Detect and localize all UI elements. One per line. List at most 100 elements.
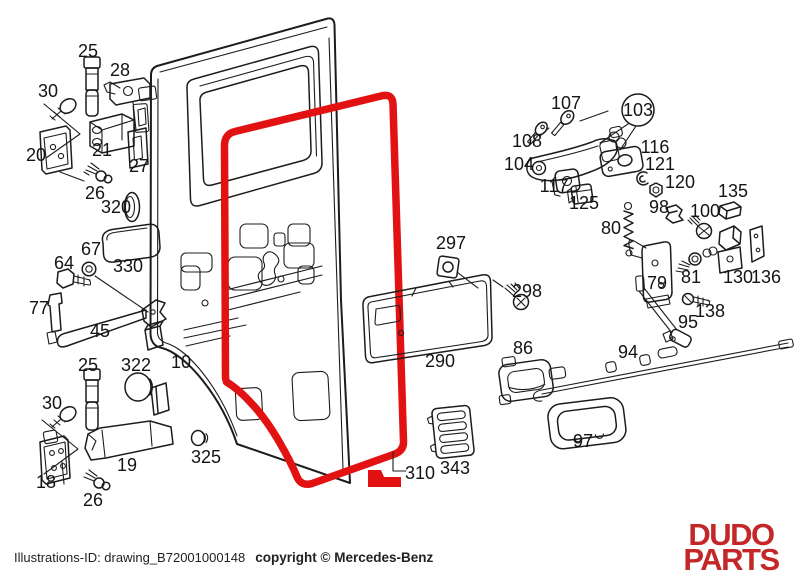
bolt-64 xyxy=(56,268,91,289)
lower-hinge-parts xyxy=(39,368,209,491)
part-label-121: 121 xyxy=(645,154,675,174)
clip-121 xyxy=(636,171,649,186)
part-label-125: 125 xyxy=(569,193,599,213)
cap-325 xyxy=(190,429,209,447)
plate-27 xyxy=(127,127,149,169)
keys-107 xyxy=(526,109,609,145)
grommet-320 xyxy=(123,191,141,223)
part-label-138: 138 xyxy=(695,301,725,321)
spring-80 xyxy=(623,201,634,257)
plate-20 xyxy=(39,125,85,182)
part-label-120: 120 xyxy=(665,172,695,192)
part-label-98: 98 xyxy=(649,197,669,217)
part-label-290: 290 xyxy=(425,351,455,371)
buffer-322 xyxy=(124,372,154,402)
bolt-81 xyxy=(675,252,702,273)
part-label-100: 100 xyxy=(690,201,720,221)
hinge-arm-19 xyxy=(84,420,174,461)
plate-18 xyxy=(39,429,71,485)
leader-310 xyxy=(392,451,407,472)
part-label-116: 116 xyxy=(641,137,670,157)
part-label-21: 21 xyxy=(92,140,112,160)
part-label-30: 30 xyxy=(38,81,58,101)
door-panel-art xyxy=(132,17,351,484)
clip-297 xyxy=(436,255,479,289)
footer: Illustrations-ID: drawing_B72001000148 c… xyxy=(14,550,433,565)
part-label-26: 26 xyxy=(85,183,105,203)
part-label-107: 107 xyxy=(551,93,581,113)
screw-298 xyxy=(492,279,530,311)
part-label-20: 20 xyxy=(26,145,46,165)
part-label-103: 103 xyxy=(623,100,653,120)
part-label-322: 322 xyxy=(121,355,151,375)
copyright-text: copyright © Mercedes-Benz xyxy=(255,550,434,565)
door-seal-310-highlight xyxy=(220,91,408,489)
part-label-28: 28 xyxy=(110,60,130,80)
part-label-320: 320 xyxy=(101,197,131,217)
bezel-97 xyxy=(547,397,627,450)
block-135 xyxy=(718,201,742,220)
bolts-26-upper xyxy=(83,162,113,184)
part-label-64: 64 xyxy=(54,253,74,273)
part-label-10: 10 xyxy=(171,352,191,372)
part-label-130: 130 xyxy=(723,267,753,287)
screw-30-upper xyxy=(43,98,81,159)
check-strap-45 xyxy=(56,299,167,348)
seal-end-piece-310 xyxy=(368,470,401,487)
link-rod-95 xyxy=(638,287,692,348)
part-label-95: 95 xyxy=(678,312,698,332)
handle-lock-parts xyxy=(526,109,765,348)
part-label-343: 343 xyxy=(440,458,470,478)
logo-line-1: DUDO xyxy=(688,516,775,552)
clip-98 xyxy=(665,204,684,224)
logo-line-2: PARTS xyxy=(683,542,780,578)
part-label-30: 30 xyxy=(42,393,62,413)
part-label-77: 77 xyxy=(29,298,49,318)
inner-handle-parts xyxy=(498,338,794,450)
check-strap-parts xyxy=(46,223,167,348)
screw-100 xyxy=(687,214,713,240)
part-label-19: 19 xyxy=(117,455,137,475)
part-label-108: 108 xyxy=(512,131,542,151)
part-label-81: 81 xyxy=(681,267,701,287)
bolts-26-lower xyxy=(61,461,111,491)
part-label-97: 97 xyxy=(573,431,593,451)
part-label-25: 25 xyxy=(78,41,98,61)
part-label-135: 135 xyxy=(718,181,748,201)
hinge-pin-25-lower xyxy=(83,368,101,431)
part-label-117: 117 xyxy=(540,176,569,196)
screw-30-lower xyxy=(41,406,79,475)
linkage-rod-94 xyxy=(532,338,794,402)
part-label-325: 325 xyxy=(191,447,221,467)
plate-136 xyxy=(749,225,765,263)
plate-116 xyxy=(599,145,644,178)
part-label-79: 79 xyxy=(647,273,667,293)
part-label-298: 298 xyxy=(512,281,542,301)
nut-120 xyxy=(649,182,663,198)
vent-grille-343 xyxy=(426,404,475,459)
pad-330 xyxy=(101,223,161,263)
part-label-18: 18 xyxy=(36,472,56,492)
part-label-104: 104 xyxy=(504,154,534,174)
part-label-25: 25 xyxy=(78,355,98,375)
part-label-136: 136 xyxy=(751,267,781,287)
part-label-297: 297 xyxy=(436,233,466,253)
trim-panel-290 xyxy=(362,274,493,364)
part-label-45: 45 xyxy=(90,321,110,341)
part-label-86: 86 xyxy=(513,338,533,358)
illustrations-id-text: Illustrations-ID: drawing_B72001000148 xyxy=(14,550,246,565)
circled-label-103: 103 xyxy=(621,93,655,127)
inner-handle-86 xyxy=(498,356,567,406)
striker-130 xyxy=(702,225,743,274)
dudo-parts-logo: DUDO PARTS xyxy=(670,516,792,578)
lock-part-28 xyxy=(103,77,151,131)
part-label-26: 26 xyxy=(83,490,103,510)
part-label-27: 27 xyxy=(129,156,149,176)
part-label-330: 330 xyxy=(113,256,143,276)
washer-67 xyxy=(81,261,149,313)
part-label-67: 67 xyxy=(81,239,101,259)
part-label-94: 94 xyxy=(618,342,638,362)
